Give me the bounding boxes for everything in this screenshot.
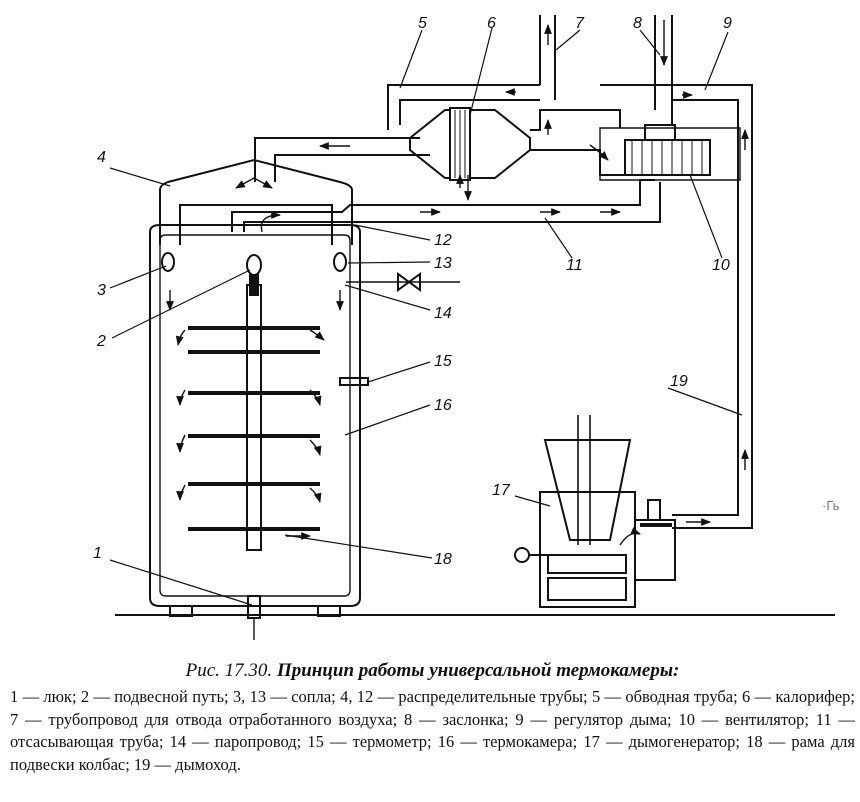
caption-title-line: Рис. 17.30. Принцип работы универсальной… [10, 660, 855, 682]
leader-lines [109, 27, 743, 606]
callout-12: 12 [434, 232, 452, 249]
callout-15: 15 [434, 353, 452, 370]
callout-3: 3 [97, 282, 106, 299]
callout-6: 6 [487, 15, 496, 32]
callout-2: 2 [96, 333, 106, 350]
callout-17: 17 [492, 482, 511, 499]
callout-4: 4 [97, 149, 106, 166]
steam-line [346, 272, 460, 292]
callout-7: 7 [575, 15, 585, 32]
hatch [247, 595, 261, 640]
watermark: ·Гь [822, 498, 840, 513]
callout-8: 8 [633, 15, 642, 32]
fan [599, 124, 741, 181]
figure-caption: Рис. 17.30. Принцип работы универсальной… [10, 660, 855, 776]
callout-19: 19 [670, 373, 688, 390]
exhaust-pipe [539, 15, 556, 100]
callout-1: 1 [93, 545, 102, 562]
chimney [654, 84, 753, 529]
callout-14: 14 [434, 305, 452, 322]
callout-5: 5 [418, 15, 427, 32]
bypass-pipe [254, 84, 540, 182]
hanging-rail [246, 254, 262, 296]
sausage-frame [188, 284, 320, 551]
callout-10: 10 [712, 257, 730, 274]
nozzle-3 [161, 252, 175, 272]
caption-title: Принцип работы универсальной термокамеры… [276, 660, 680, 681]
callout-13: 13 [434, 255, 452, 272]
callout-16: 16 [434, 397, 452, 414]
chamber-body [149, 224, 361, 617]
thermochamber-diagram: 1 2 3 4 5 6 7 8 9 10 11 12 13 14 15 16 1… [93, 15, 835, 640]
figure-ref: Рис. 17.30. [185, 660, 273, 681]
callout-9: 9 [723, 15, 732, 32]
thermometer [339, 377, 369, 386]
heater [409, 107, 531, 181]
callout-11: 11 [566, 257, 583, 274]
heater-fan-link [530, 109, 640, 176]
smoke-generator [514, 415, 676, 608]
nozzle-13 [333, 252, 347, 272]
callout-18: 18 [434, 551, 452, 568]
caption-legend: 1 — люк; 2 — подвесной путь; 3, 13 — соп… [10, 687, 855, 774]
